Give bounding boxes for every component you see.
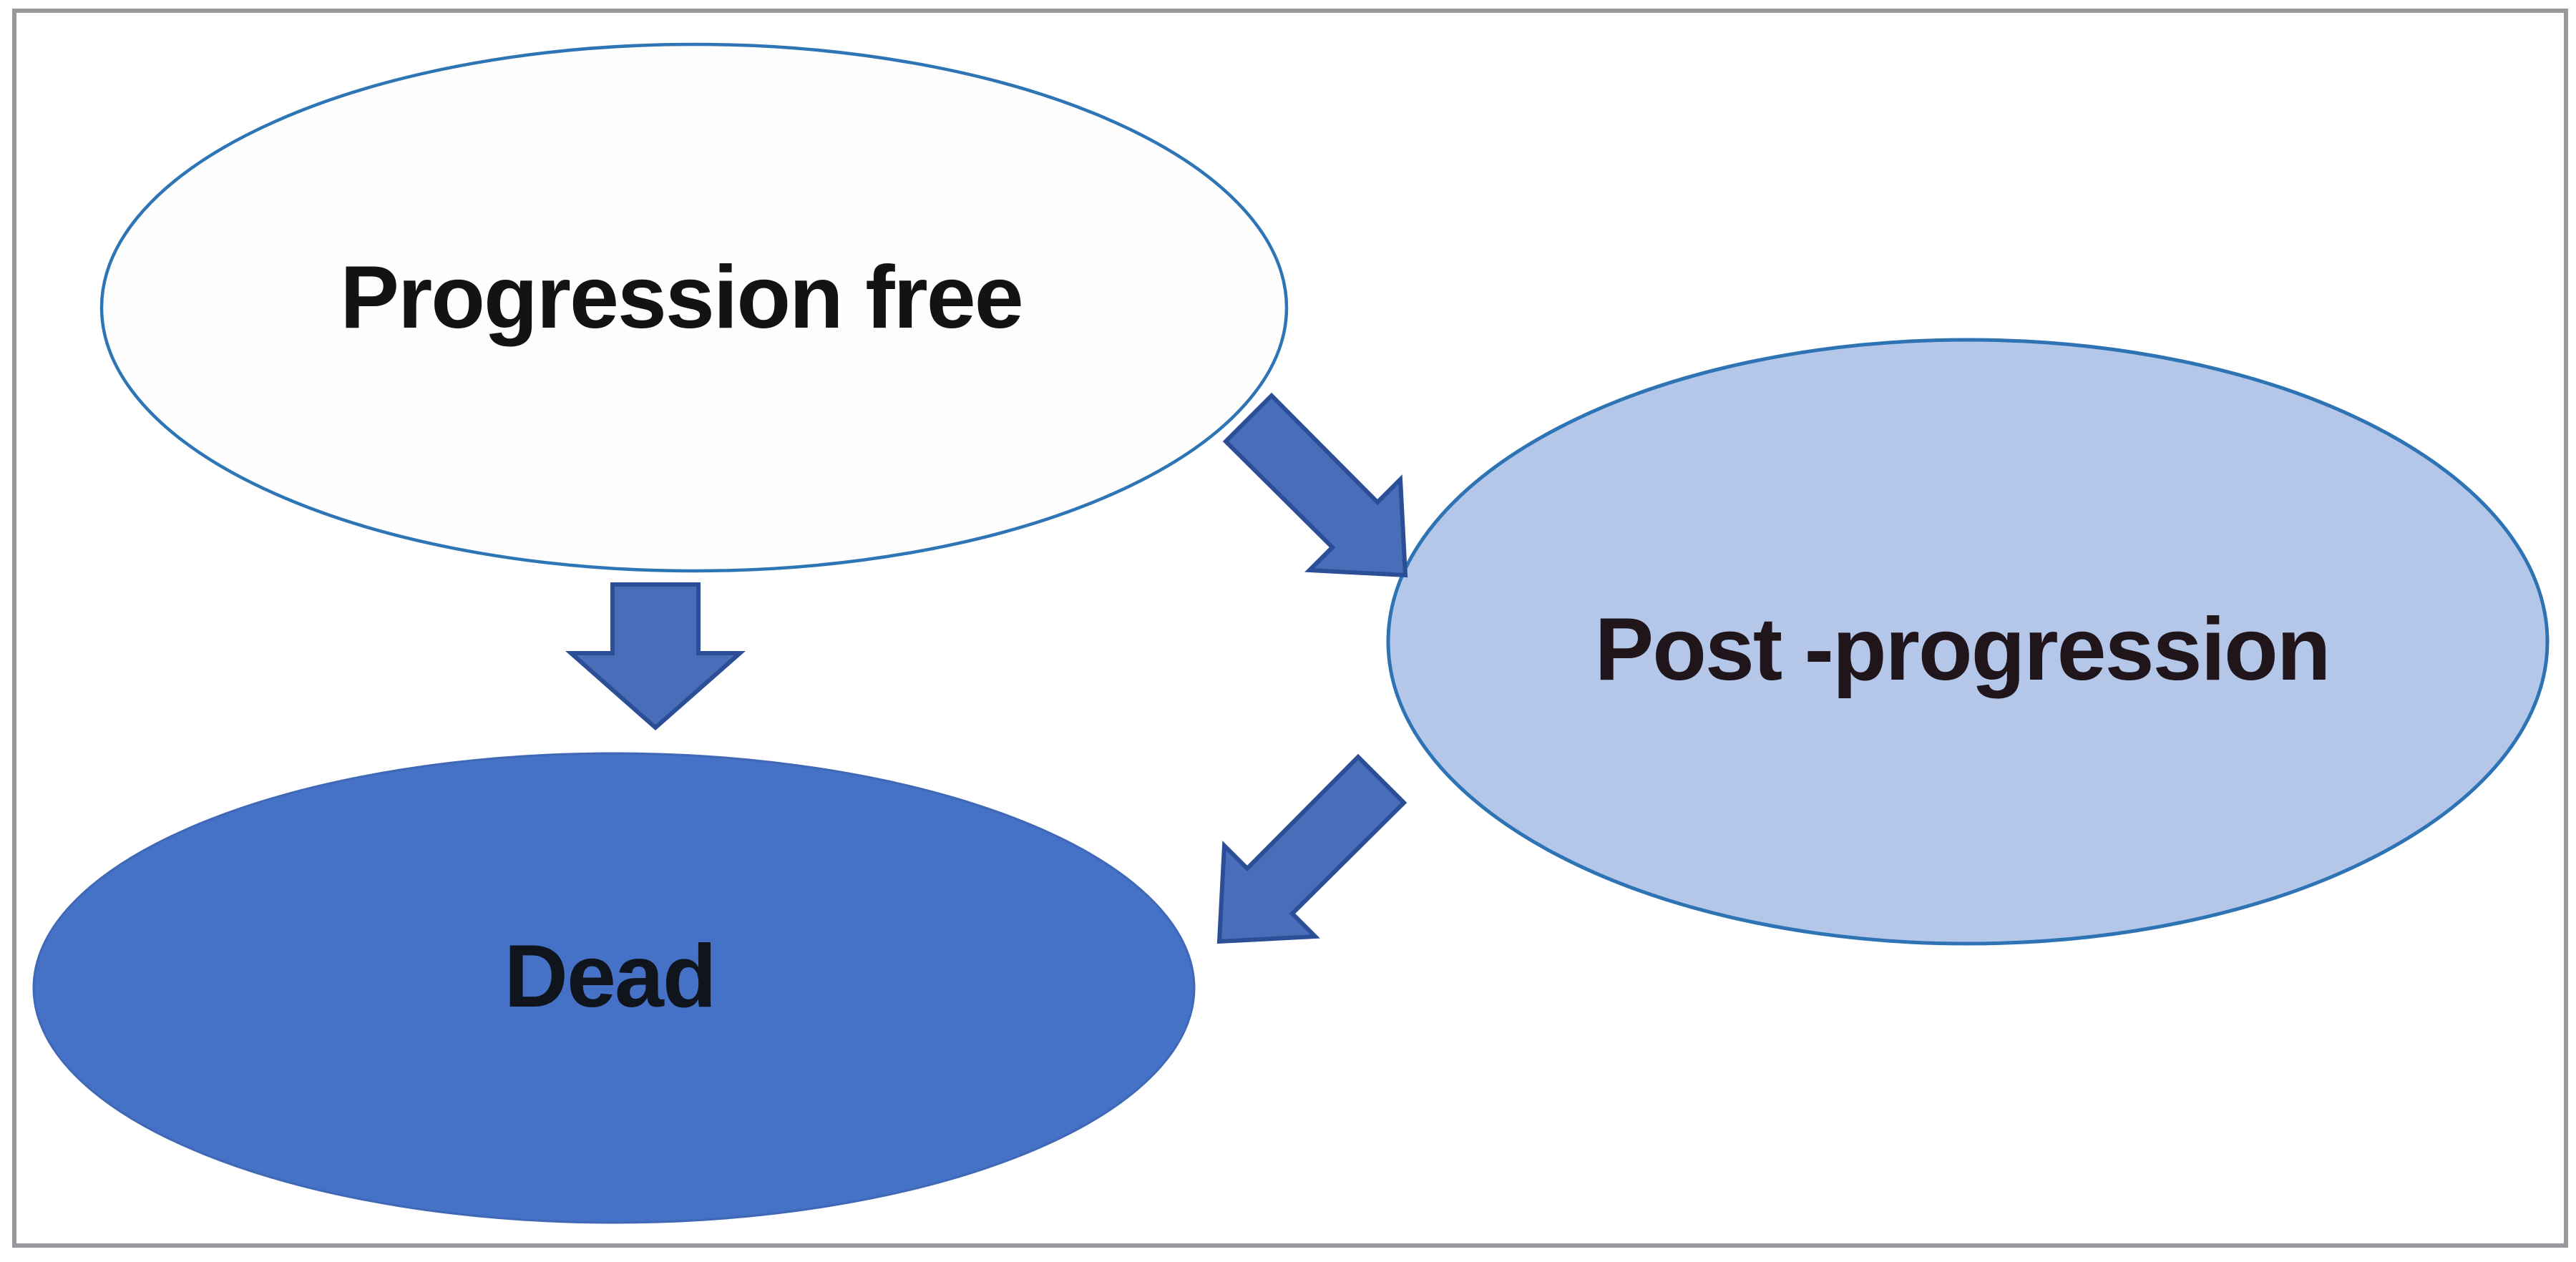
node-progression-free: Progression free xyxy=(99,42,1289,573)
progression-free-ellipse xyxy=(99,42,1289,573)
arrow-postprogression-to-dead-icon xyxy=(1216,753,1407,944)
node-dead: Dead xyxy=(32,752,1196,1224)
dead-ellipse xyxy=(32,752,1196,1224)
figure-border xyxy=(12,9,2568,1248)
progression-free-label: Progression free xyxy=(340,248,1022,347)
node-post-progression: Post -progression xyxy=(1386,338,2550,946)
arrow-progressionfree-to-dead-icon xyxy=(565,582,746,730)
dead-label: Dead xyxy=(504,927,715,1026)
arrow-progressionfree-to-postprogression-icon xyxy=(1222,392,1408,578)
post-progression-label: Post -progression xyxy=(1594,600,2329,699)
post-progression-ellipse xyxy=(1386,338,2550,946)
